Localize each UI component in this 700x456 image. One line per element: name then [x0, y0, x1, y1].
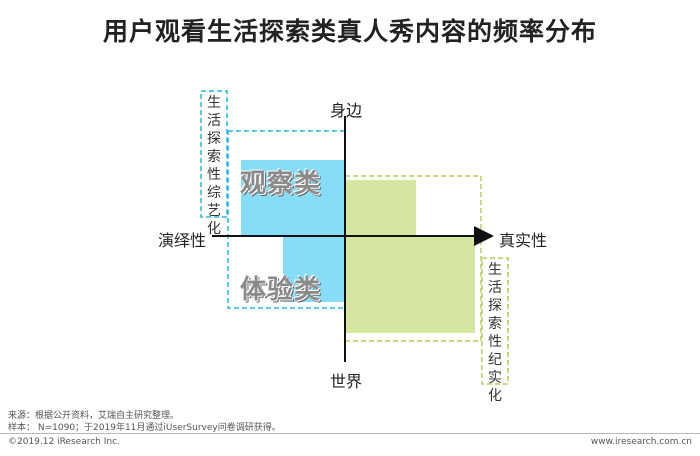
sample-note: 样本： N=1090；于2019年11月通过iUserSurvey问卷调研获得。	[8, 423, 281, 433]
axis-label-bottom: 世界	[330, 372, 363, 391]
documentary-label-box	[481, 257, 509, 385]
variety-fill-upper	[241, 160, 345, 236]
website-url: www.iresearch.com.cn	[590, 437, 692, 447]
observe-category-label: 观察类	[240, 169, 322, 199]
documentary-dashed-border	[344, 175, 482, 342]
experience-category-label: 体验类	[240, 275, 322, 305]
axis-label-top: 身边	[330, 101, 363, 120]
variety-label: 生活探索性综艺化	[207, 95, 221, 237]
page-title: 用户观看生活探索类真人秀内容的频率分布	[102, 17, 597, 46]
axis-label-left: 演绎性	[158, 231, 207, 250]
documentary-fill-upper	[345, 180, 416, 236]
footer-divider	[0, 433, 700, 434]
copyright: ©2019.12 iResearch Inc.	[8, 437, 120, 447]
variety-fill-lower	[283, 236, 345, 302]
source-note: 来源：根据公开资料，艾瑞自主研究整理。	[8, 411, 180, 421]
axis-label-right: 真实性	[499, 231, 548, 250]
documentary-fill-lower	[345, 236, 475, 333]
variety-dashed-border	[227, 130, 346, 309]
documentary-label: 生活探索性纪实化	[488, 262, 502, 404]
variety-label-box	[200, 90, 228, 218]
